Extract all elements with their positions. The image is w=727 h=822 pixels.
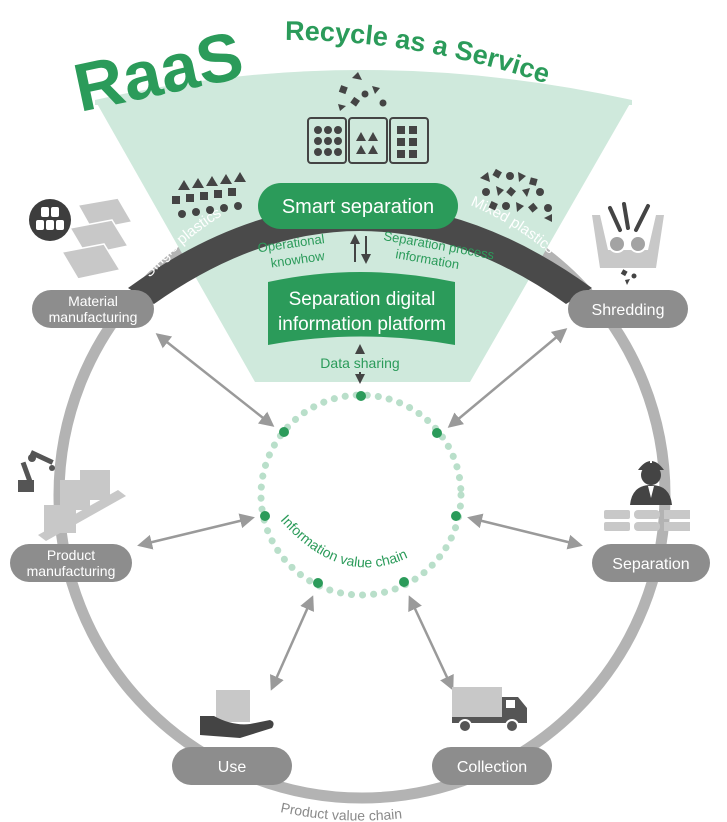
mixed-plastics-pile-icon (480, 168, 552, 222)
information-value-chain-label: Information value chain (278, 511, 410, 570)
platform-line-2: information platform (278, 314, 446, 335)
shredder-icon (592, 202, 664, 285)
svg-text:Shredding: Shredding (592, 302, 665, 319)
material-bags-icon (29, 197, 134, 280)
information-nodes (260, 391, 461, 588)
stage-shredding: Shredding (568, 290, 688, 328)
sorting-bins-icon (307, 72, 429, 164)
svg-text:manufacturing: manufacturing (49, 309, 138, 325)
sorted-materials-icon (604, 510, 690, 531)
smart-separation-label: Smart separation (282, 196, 434, 218)
data-sharing-label: Data sharing (320, 355, 399, 371)
plastics-band (128, 204, 592, 304)
svg-text:Separation: Separation (612, 556, 689, 573)
svg-text:manufacturing: manufacturing (27, 563, 116, 579)
stage-separation: Separation (592, 544, 710, 582)
stage-use: Use (172, 747, 292, 785)
single-plastics-pile-icon (172, 172, 246, 218)
svg-text:Product: Product (47, 547, 95, 563)
exchange-arrows-icon (350, 234, 371, 264)
separation-digital-platform-box (268, 272, 455, 345)
delivery-truck-icon (452, 687, 527, 733)
stage-product-manufacturing: Product manufacturing (10, 544, 132, 582)
worker-icon (630, 455, 672, 505)
stage-material-manufacturing: Material manufacturing (32, 290, 154, 328)
hand-with-box-icon (200, 690, 274, 738)
robot-arm-icon (18, 450, 126, 541)
stage-collection: Collection (432, 747, 552, 785)
platform-line-1: Separation digital (289, 289, 436, 310)
information-value-chain-ring (257, 391, 465, 599)
connector-arrows (137, 328, 583, 691)
svg-text:Material: Material (68, 293, 118, 309)
svg-text:Collection: Collection (457, 759, 527, 776)
smart-separation-pill (258, 183, 458, 229)
svg-text:Use: Use (218, 759, 247, 776)
